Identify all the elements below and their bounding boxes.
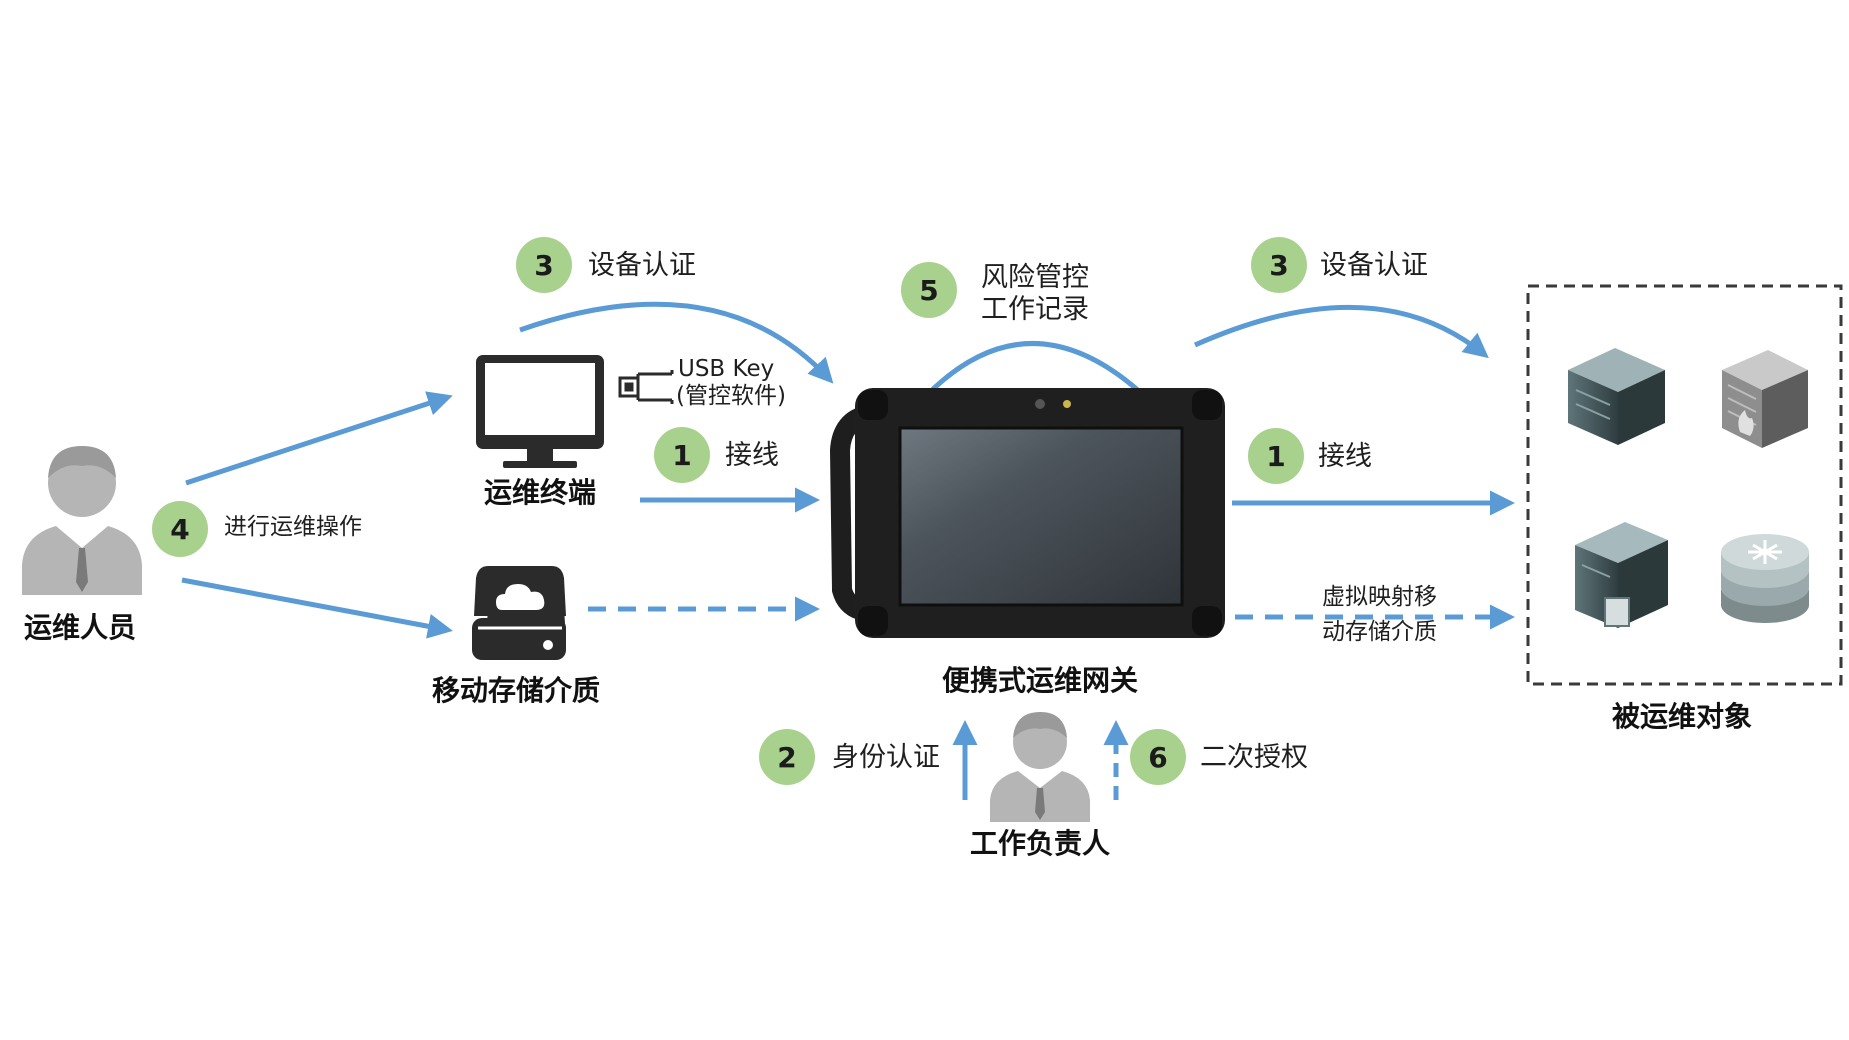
actor-label-targets: 被运维对象	[1612, 700, 1753, 733]
arrow-device-auth-right	[1193, 304, 1489, 359]
step-badge-risk-control: 5	[901, 262, 957, 318]
arc-risk-control	[928, 341, 1142, 394]
step-label-operate: 进行运维操作	[224, 514, 362, 540]
arrow-device-auth-left	[519, 301, 834, 384]
tower-server-icon	[1575, 522, 1668, 628]
firewall-icon	[1722, 350, 1808, 448]
arrow-operator-terminal	[185, 391, 453, 486]
virtual-map-label-line1: 虚拟映射移	[1322, 584, 1437, 610]
step-badge-secondary-auth: 6	[1130, 729, 1186, 785]
virtual-map-label-line2: 动存储介质	[1322, 619, 1437, 645]
usb-key-icon	[618, 370, 674, 404]
step-label-risk-control-line2: 工作记录	[981, 294, 1089, 325]
actor-label-gateway: 便携式运维网关	[942, 664, 1139, 697]
step-badge-identity-auth: 2	[759, 729, 815, 785]
router-icon	[1721, 534, 1809, 623]
step-label-secondary-auth: 二次授权	[1200, 742, 1308, 773]
arrow-operator-storage	[181, 577, 453, 639]
step-badge-wiring-right: 1	[1248, 428, 1304, 484]
usb-key-label-line1: USB Key	[678, 356, 775, 382]
drive-icon	[472, 566, 566, 660]
actor-label-operator: 运维人员	[24, 611, 137, 644]
step-label-wiring-right: 接线	[1318, 441, 1372, 472]
server-icon	[1568, 348, 1665, 445]
step-label-wiring-left: 接线	[725, 440, 779, 471]
step-badge-wiring-left: 1	[654, 427, 710, 483]
tablet-icon	[829, 388, 1225, 638]
usb-key-label-line2: (管控软件)	[676, 383, 786, 409]
step-badge-device-auth-right: 3	[1251, 237, 1307, 293]
step-label-identity-auth: 身份认证	[832, 742, 940, 773]
person-icon	[990, 712, 1090, 822]
step-label-device-auth-left: 设备认证	[588, 250, 696, 281]
actor-label-supervisor: 工作负责人	[970, 827, 1111, 860]
monitor-icon	[476, 355, 604, 468]
actor-label-storage: 移动存储介质	[432, 674, 601, 707]
targets-box	[1526, 284, 1843, 686]
step-badge-operate: 4	[152, 501, 208, 557]
step-badge-device-auth-left: 3	[516, 237, 572, 293]
person-icon	[22, 446, 142, 595]
step-label-risk-control-line1: 风险管控	[981, 262, 1089, 293]
arrows	[181, 301, 1515, 800]
actor-label-terminal: 运维终端	[484, 476, 597, 509]
step-label-device-auth-right: 设备认证	[1320, 250, 1428, 281]
